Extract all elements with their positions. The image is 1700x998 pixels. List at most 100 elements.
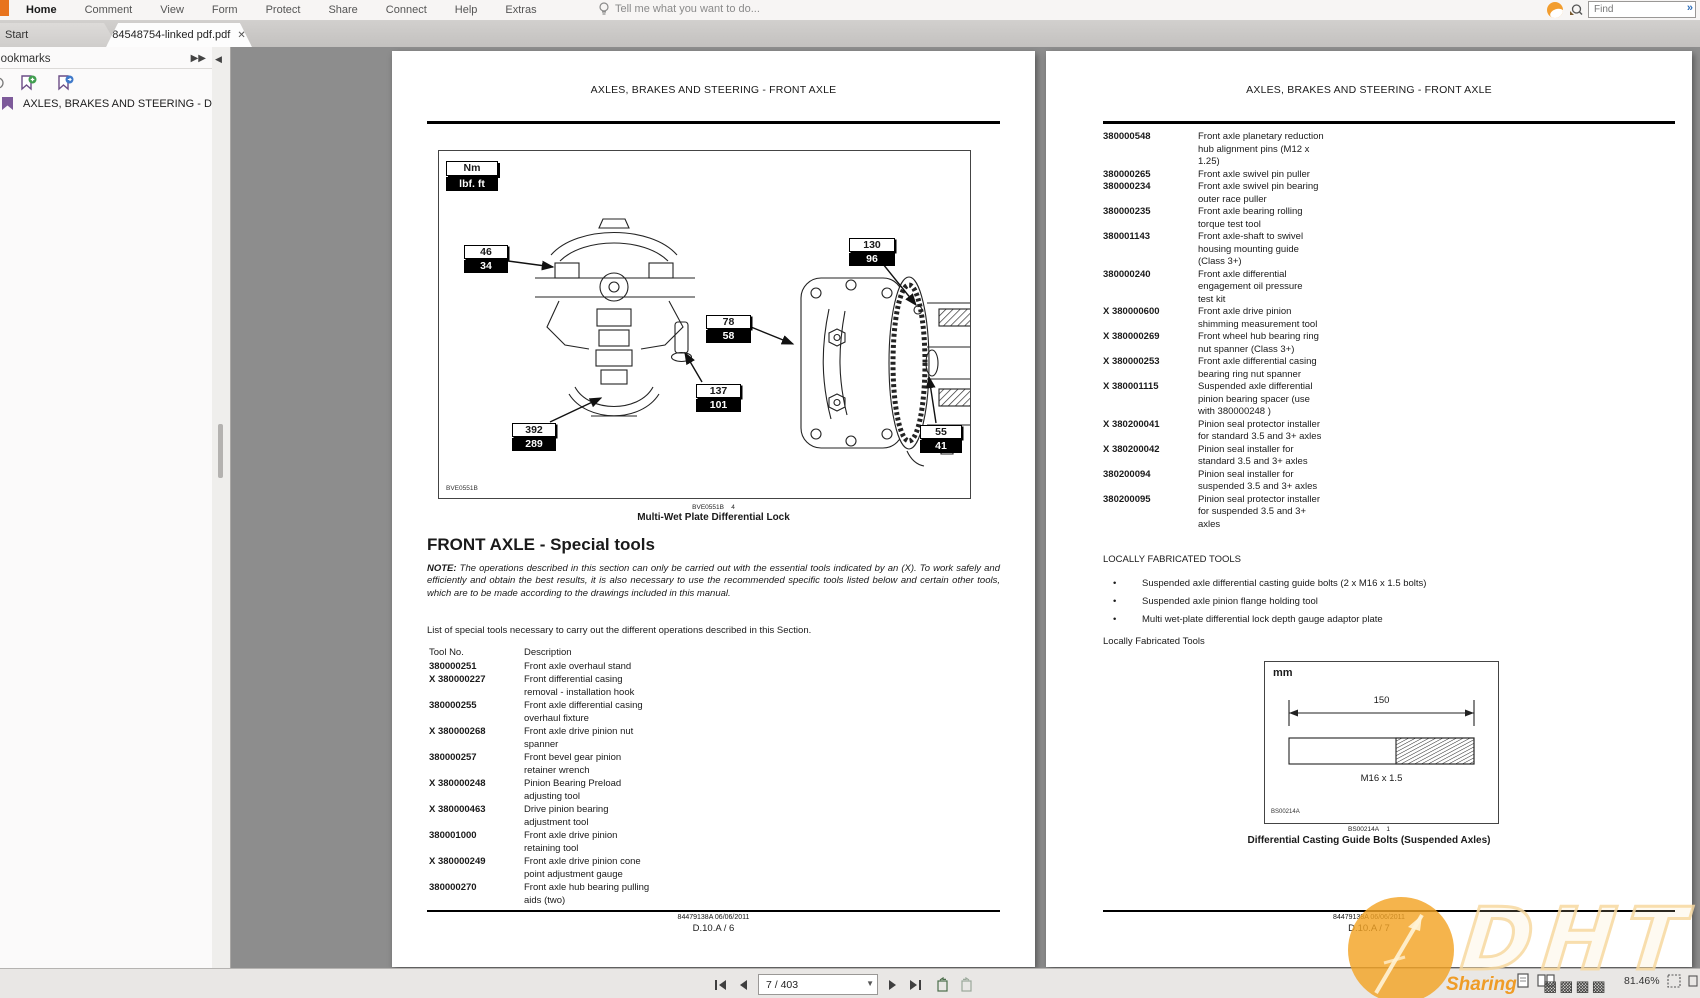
tool-description: shimming measurement tool <box>1198 318 1318 330</box>
tool-number <box>429 686 524 699</box>
tool-description: aids (two) <box>524 895 566 906</box>
bookmark-icon <box>2 97 13 110</box>
bookmark-item[interactable]: AXLES, BRAKES AND STEERING - D <box>0 95 212 112</box>
tool-number <box>1103 244 1198 257</box>
tool-description: standard 3.5 and 3+ axles <box>1198 456 1308 467</box>
tool-number <box>1103 519 1198 532</box>
table-row: adjustment tool <box>429 816 649 829</box>
previous-view-button[interactable] <box>935 977 950 992</box>
find-go-icon[interactable]: » <box>1686 2 1693 14</box>
torque-nm: 392 <box>512 423 556 437</box>
tool-description: pinion bearing spacer (use <box>1198 393 1310 405</box>
hand-tool-icon[interactable] <box>1688 974 1698 988</box>
facing-page-view-icon[interactable] <box>1537 973 1555 989</box>
torque-legend: Nm lbf. ft <box>446 161 498 191</box>
tool-number <box>429 738 524 751</box>
bookmark-tool-partial-icon[interactable] <box>0 76 7 89</box>
find-input[interactable] <box>1592 2 1680 17</box>
table-row: suspended 3.5 and 3+ axles <box>1103 481 1324 494</box>
header-rule <box>427 121 1000 124</box>
menu-item[interactable]: Share <box>328 4 358 16</box>
table-row: engagement oil pressure <box>1103 281 1324 294</box>
goto-bookmark-icon[interactable] <box>57 75 74 91</box>
torque-lbf: 34 <box>464 260 508 273</box>
single-page-view-icon[interactable] <box>1516 973 1530 989</box>
menu-item[interactable]: Extras <box>505 4 537 16</box>
page-number-input[interactable] <box>764 976 856 993</box>
close-tab-icon[interactable]: ✕ <box>237 29 246 41</box>
menu-item[interactable]: Connect <box>385 4 427 16</box>
tab-document[interactable]: 84548754-linked pdf.pdf ✕ <box>106 23 252 47</box>
footer-doc-number: 84479138A 06/06/2011 <box>677 914 750 921</box>
previous-page-button[interactable] <box>737 978 749 992</box>
tool-description: retainer wrench <box>524 765 590 776</box>
table-row: spanner <box>429 738 649 751</box>
menu-item[interactable]: Comment <box>84 4 133 16</box>
tool-description: nut spanner (Class 3+) <box>1198 343 1295 355</box>
assistant-prompt[interactable]: Tell me what you want to do... <box>598 2 760 16</box>
footer-rule <box>427 910 1000 912</box>
bullet-text: Multi wet-plate differential lock depth … <box>1142 614 1383 625</box>
tool-description: Front axle drive pinion <box>1198 306 1292 317</box>
table-row: X 380000249 Front axle drive pinion cone <box>429 855 649 868</box>
table-row: overhaul fixture <box>429 712 649 725</box>
dimension-label: 150 <box>1373 695 1390 706</box>
tool-number <box>1103 344 1198 357</box>
tool-number <box>1103 219 1198 232</box>
brand-orb-icon[interactable] <box>1547 1 1563 18</box>
tool-description: outer race puller <box>1198 193 1267 205</box>
add-bookmark-icon[interactable] <box>20 75 37 91</box>
footer-rule <box>1103 910 1675 912</box>
tool-number: X 380000463 <box>429 804 486 815</box>
torque-callout: 55 41 <box>920 425 962 453</box>
tool-number: 380000257 <box>429 752 477 763</box>
menu-item[interactable]: Form <box>211 4 238 16</box>
tool-number <box>429 842 524 855</box>
page-dropdown-icon[interactable]: ▼ <box>866 979 874 988</box>
table-row: 380000234 Front axle swivel pin bearing <box>1103 181 1324 194</box>
col-description: Description <box>524 647 572 658</box>
tool-number <box>1103 481 1198 494</box>
table-row: adjusting tool <box>429 790 649 803</box>
menu-item[interactable]: View <box>160 4 184 16</box>
menu-item[interactable]: Protect <box>265 4 301 16</box>
table-row: 380000270 Front axle hub bearing pulling <box>429 881 649 894</box>
tool-description: Drive pinion bearing <box>524 804 609 815</box>
page-header: AXLES, BRAKES AND STEERING - FRONT AXLE <box>1246 84 1492 96</box>
tool-number <box>1103 369 1198 382</box>
legend-nm: Nm <box>446 161 498 176</box>
torque-lbf: 96 <box>849 253 895 266</box>
note-label: NOTE: <box>427 563 457 574</box>
tool-number <box>1103 156 1198 169</box>
lightbulb-icon <box>599 2 609 15</box>
panel-options-icon[interactable]: ▶▶ <box>190 53 206 64</box>
menu-items: Home Comment View Form Protect Share Connect He… <box>12 0 551 20</box>
next-page-button[interactable] <box>887 978 899 992</box>
menu-item[interactable]: Help <box>454 4 478 16</box>
tool-description: Front axle swivel pin puller <box>1198 168 1310 180</box>
table-row: X 380000253 Front axle differential casi… <box>1103 356 1324 369</box>
tab-start[interactable]: Start <box>0 23 118 47</box>
tool-number <box>1103 194 1198 207</box>
note-paragraph: NOTE: The operations described in this s… <box>427 563 1000 600</box>
first-page-button[interactable] <box>714 978 728 992</box>
table-row: 380000251 Front axle overhaul stand <box>429 660 649 673</box>
file-menu-corner[interactable] <box>0 0 9 16</box>
last-page-button[interactable] <box>908 978 922 992</box>
panel-splitter[interactable]: ◀ <box>212 47 231 968</box>
zoom-level[interactable]: 81.46% <box>1624 975 1660 987</box>
find-area: » <box>1547 1 1696 18</box>
table-row: X 380200041 Pinion seal protector instal… <box>1103 419 1324 432</box>
menu-bar: Home Comment View Form Protect Share Connect He… <box>0 0 1700 20</box>
table-row: X 380000248 Pinion Bearing Preload <box>429 777 649 790</box>
figure-differential-lock: Nm lbf. ft 46 34 130 96 78 58 137 101 39… <box>438 150 971 499</box>
table-row: 1.25) <box>1103 156 1324 169</box>
next-view-button[interactable] <box>959 977 974 992</box>
tool-number: 380000234 <box>1103 181 1151 192</box>
marquee-zoom-icon[interactable] <box>1667 974 1681 988</box>
splitter-grip[interactable] <box>218 424 223 478</box>
tool-description: Front axle drive pinion nut <box>524 726 634 737</box>
menu-item[interactable]: Home <box>26 4 57 16</box>
collapse-panel-icon[interactable]: ◀ <box>215 54 222 64</box>
search-page-icon[interactable] <box>1568 2 1583 17</box>
